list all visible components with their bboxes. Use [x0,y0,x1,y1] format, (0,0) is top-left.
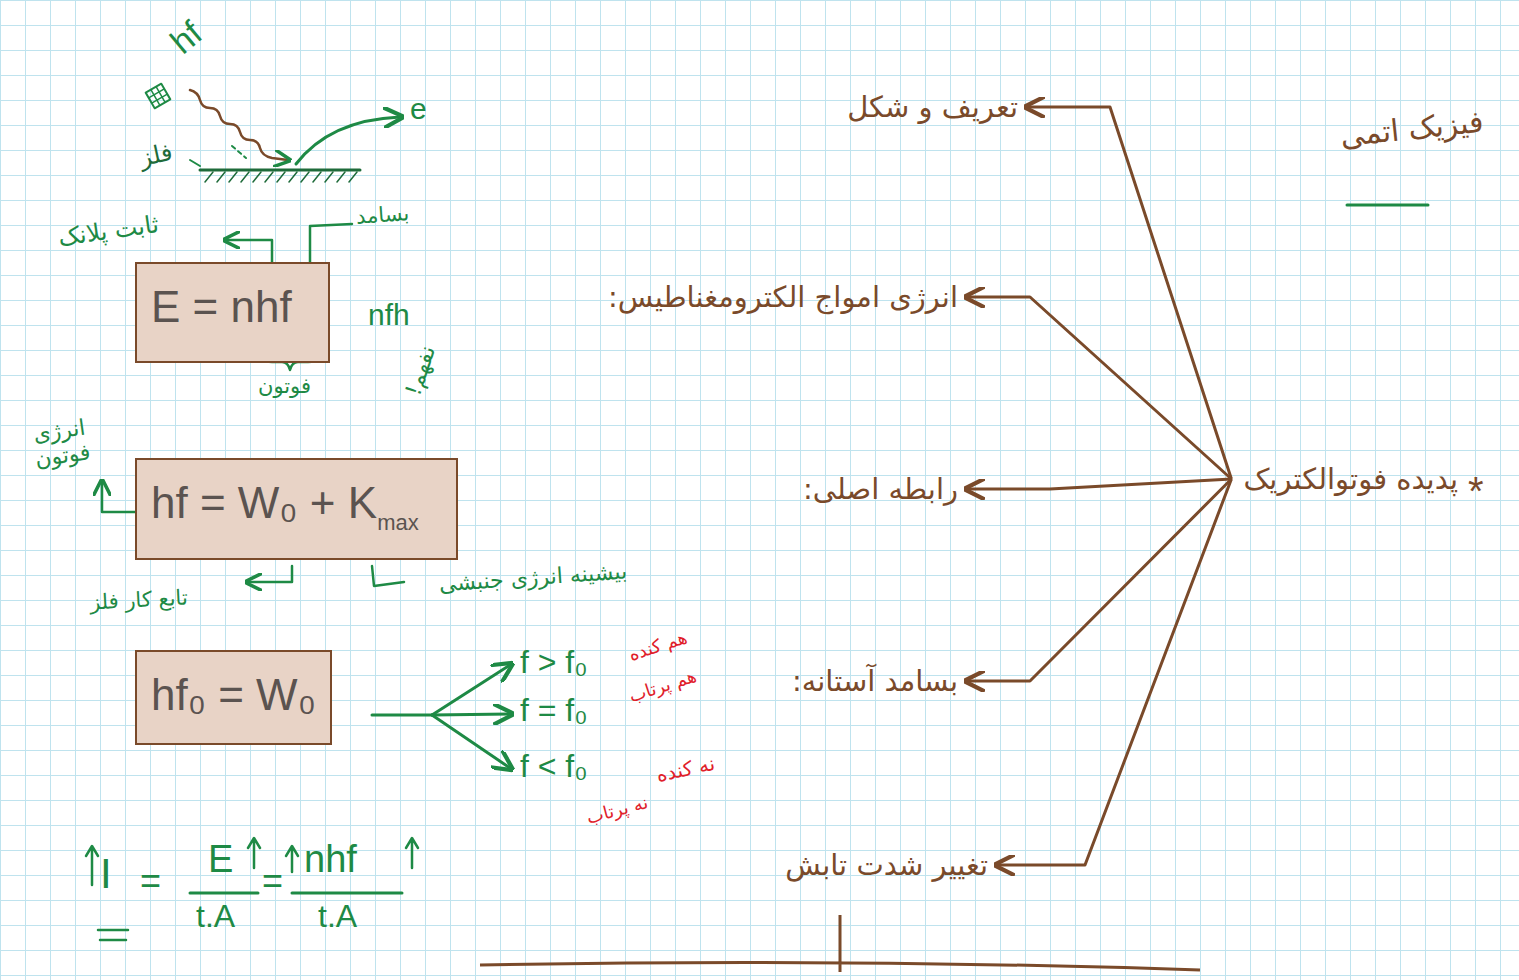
node-text: E = nhf [151,282,292,331]
annotation: فوتون [258,374,311,398]
annotation: تابع کار فلز [89,585,188,614]
bracket [480,915,1200,972]
annotation: نفهم! [401,343,441,399]
formula-term: t.A [196,898,235,935]
note: نه کنده [654,752,717,787]
branch-node: تغییر شدت تابش [781,846,992,884]
symbol: hf [163,13,210,61]
formula-term: nhf [304,838,357,882]
photon-wave [190,90,288,160]
formula-box: hf₀ = W₀ [135,650,332,745]
annotation: انرژی فوتون [3,411,119,476]
node-text: انرژی امواج الکترومغناطیس: [608,280,958,314]
branch-node: رابطه اصلی: [799,470,962,508]
annotation: بیشینه انرژی جنبشی [407,556,658,599]
node-text: hf = W₀ + K [151,478,377,527]
formula-term: I [100,850,112,898]
branch-node: بسامد آستانه: [788,662,962,700]
symbol: e [410,92,427,127]
title-underline [1347,204,1428,207]
condition: f > f₀ [520,644,588,681]
annotation: بسامد [355,201,410,229]
node-text: تغییر شدت تابش [785,848,988,882]
annotation: ثابت پلانک [57,211,161,252]
node-text: hf₀ = W₀ [151,670,316,719]
condition: f < f₀ [520,748,588,785]
formula-box: E = nhf [135,262,330,363]
formula-box: hf = W₀ + Kmax [135,458,458,560]
formula-term: = [262,860,283,901]
title: فیزیک اتمی [1339,105,1486,154]
formula-term: t.A [318,898,357,935]
condition: f = f₀ [520,692,588,729]
branch-connector [968,479,1231,489]
note: نه پرتاب [584,792,650,828]
branch-connector [998,479,1231,865]
photon-symbol [146,84,171,109]
bullet: * [1468,468,1484,514]
electron-path [296,117,400,164]
branch-node: انرژی امواج الکترومغناطیس: [604,278,962,316]
node-text: تعریف و شکل [847,90,1018,124]
formula-term: E [208,838,233,882]
formula-term: = [140,860,161,901]
annotation: nfh [368,298,410,333]
node-text: پدیده فوتوالکتریک [1243,462,1458,496]
branch-connector [968,297,1231,479]
metal-surface [200,169,360,172]
node-text: بسامد آستانه: [792,664,958,698]
branch-connector [1028,107,1231,479]
note: هم پرتاب [627,666,700,707]
annotation: فلز [137,139,175,173]
topic-node: پدیده فوتوالکتریک [1239,460,1462,498]
node-text: رابطه اصلی: [803,472,958,506]
note: هم کنده [626,627,690,665]
subscript: max [377,510,419,535]
branch-node: تعریف و شکل [843,88,1022,126]
